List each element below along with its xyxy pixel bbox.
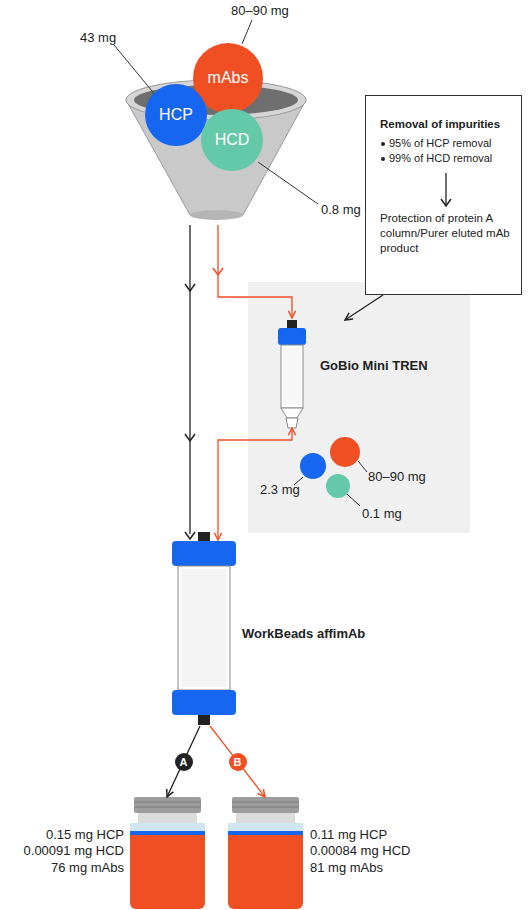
art-shape <box>281 408 303 418</box>
node-text: 0.11 mg HCP <box>310 827 428 843</box>
art-shape <box>347 494 360 506</box>
art-shape <box>258 162 318 204</box>
art-shape <box>178 566 230 690</box>
vial <box>228 797 303 909</box>
flow-line-black <box>185 225 195 539</box>
art-shape <box>218 225 292 318</box>
art-shape <box>189 225 190 534</box>
art-shape <box>228 823 303 831</box>
node-text: 0.00091 mg HCD <box>10 843 124 859</box>
art-shape <box>114 45 157 97</box>
node-text: 95% of HCP removal <box>380 136 511 151</box>
art-shape <box>242 20 252 44</box>
art-shape <box>172 690 236 715</box>
route-badge: A <box>175 753 193 771</box>
art-shape <box>130 823 205 909</box>
gobio-column <box>278 320 306 428</box>
amount-label: 43 mg <box>80 30 116 45</box>
amount-label: 0.1 mg <box>362 506 402 521</box>
art-shape <box>130 823 205 831</box>
column-node: GoBio Mini TREN <box>272 320 447 428</box>
art-shape <box>172 541 236 566</box>
vial <box>130 797 205 909</box>
flow-arrow <box>210 726 265 797</box>
art-shape <box>198 715 210 725</box>
node-text: WorkBeads affimAb <box>242 626 400 641</box>
route-badge: B <box>229 753 247 771</box>
node-text: mAbs <box>208 69 249 87</box>
node-text: 81 mg mAbs <box>310 860 428 876</box>
impurity-circle: HCP <box>145 84 207 146</box>
art-shape <box>278 328 306 345</box>
art-shape <box>330 437 360 467</box>
flow-line-orange <box>213 225 292 318</box>
amount-label: 0.8 mg <box>321 202 361 217</box>
art-shape <box>358 461 367 472</box>
flow-arrow <box>167 726 200 797</box>
art-shape <box>134 807 201 808</box>
art-shape <box>181 569 227 687</box>
art-shape <box>326 474 350 498</box>
amount-label: 2.3 mg <box>260 482 300 497</box>
art-shape <box>283 348 301 405</box>
node-text: 76 mg mAbs <box>10 860 124 876</box>
node-text: HCD <box>215 131 250 149</box>
bullet <box>381 157 385 161</box>
art-shape <box>134 797 201 813</box>
workbeads-column <box>172 532 236 725</box>
node-text: 99% of HCD removal <box>380 151 511 166</box>
amount-label: 80–90 mg <box>231 3 289 18</box>
vial-node: 0.15 mg HCP0.00091 mg HCD76 mg mAbs <box>10 797 205 907</box>
art-shape <box>228 831 303 835</box>
vial-node: 0.11 mg HCP0.00084 mg HCD81 mg mAbs <box>228 797 428 907</box>
art-shape <box>281 345 303 408</box>
amount-label: 80–90 mg <box>368 469 426 484</box>
art-shape <box>190 210 243 220</box>
art-shape <box>232 802 299 803</box>
art-shape <box>185 434 195 441</box>
art-shape <box>232 807 299 808</box>
art-shape <box>185 284 195 291</box>
inner-arrow <box>380 167 510 211</box>
art-shape <box>300 453 326 479</box>
panel <box>248 282 470 533</box>
art-shape <box>213 268 223 275</box>
panel-circles <box>300 437 360 498</box>
node-text: 0.15 mg HCP <box>10 827 124 843</box>
art-shape <box>138 813 197 823</box>
art-shape <box>228 823 303 909</box>
art-shape <box>185 532 195 539</box>
art-shape <box>286 418 298 428</box>
art-shape <box>130 831 205 835</box>
art-shape <box>287 320 297 329</box>
flow-arrow <box>345 295 383 320</box>
column-node: WorkBeads affimAb <box>160 540 400 726</box>
art-shape <box>232 797 299 813</box>
node-text: Removal of impurities <box>380 118 511 130</box>
bullet <box>381 142 385 146</box>
node-text: GoBio Mini TREN <box>320 358 447 373</box>
art-shape <box>134 802 201 803</box>
node-text: Protection of protein A column/Purer elu… <box>380 211 511 256</box>
art-shape <box>236 813 295 823</box>
info-box: Removal of impurities 95% of HCP removal9… <box>365 95 522 295</box>
impurity-circle: HCD <box>201 109 263 171</box>
leader-lines <box>114 20 367 506</box>
art-shape <box>198 532 210 542</box>
node-text: 0.00084 mg HCD <box>310 843 428 859</box>
node-text: HCP <box>159 106 193 124</box>
